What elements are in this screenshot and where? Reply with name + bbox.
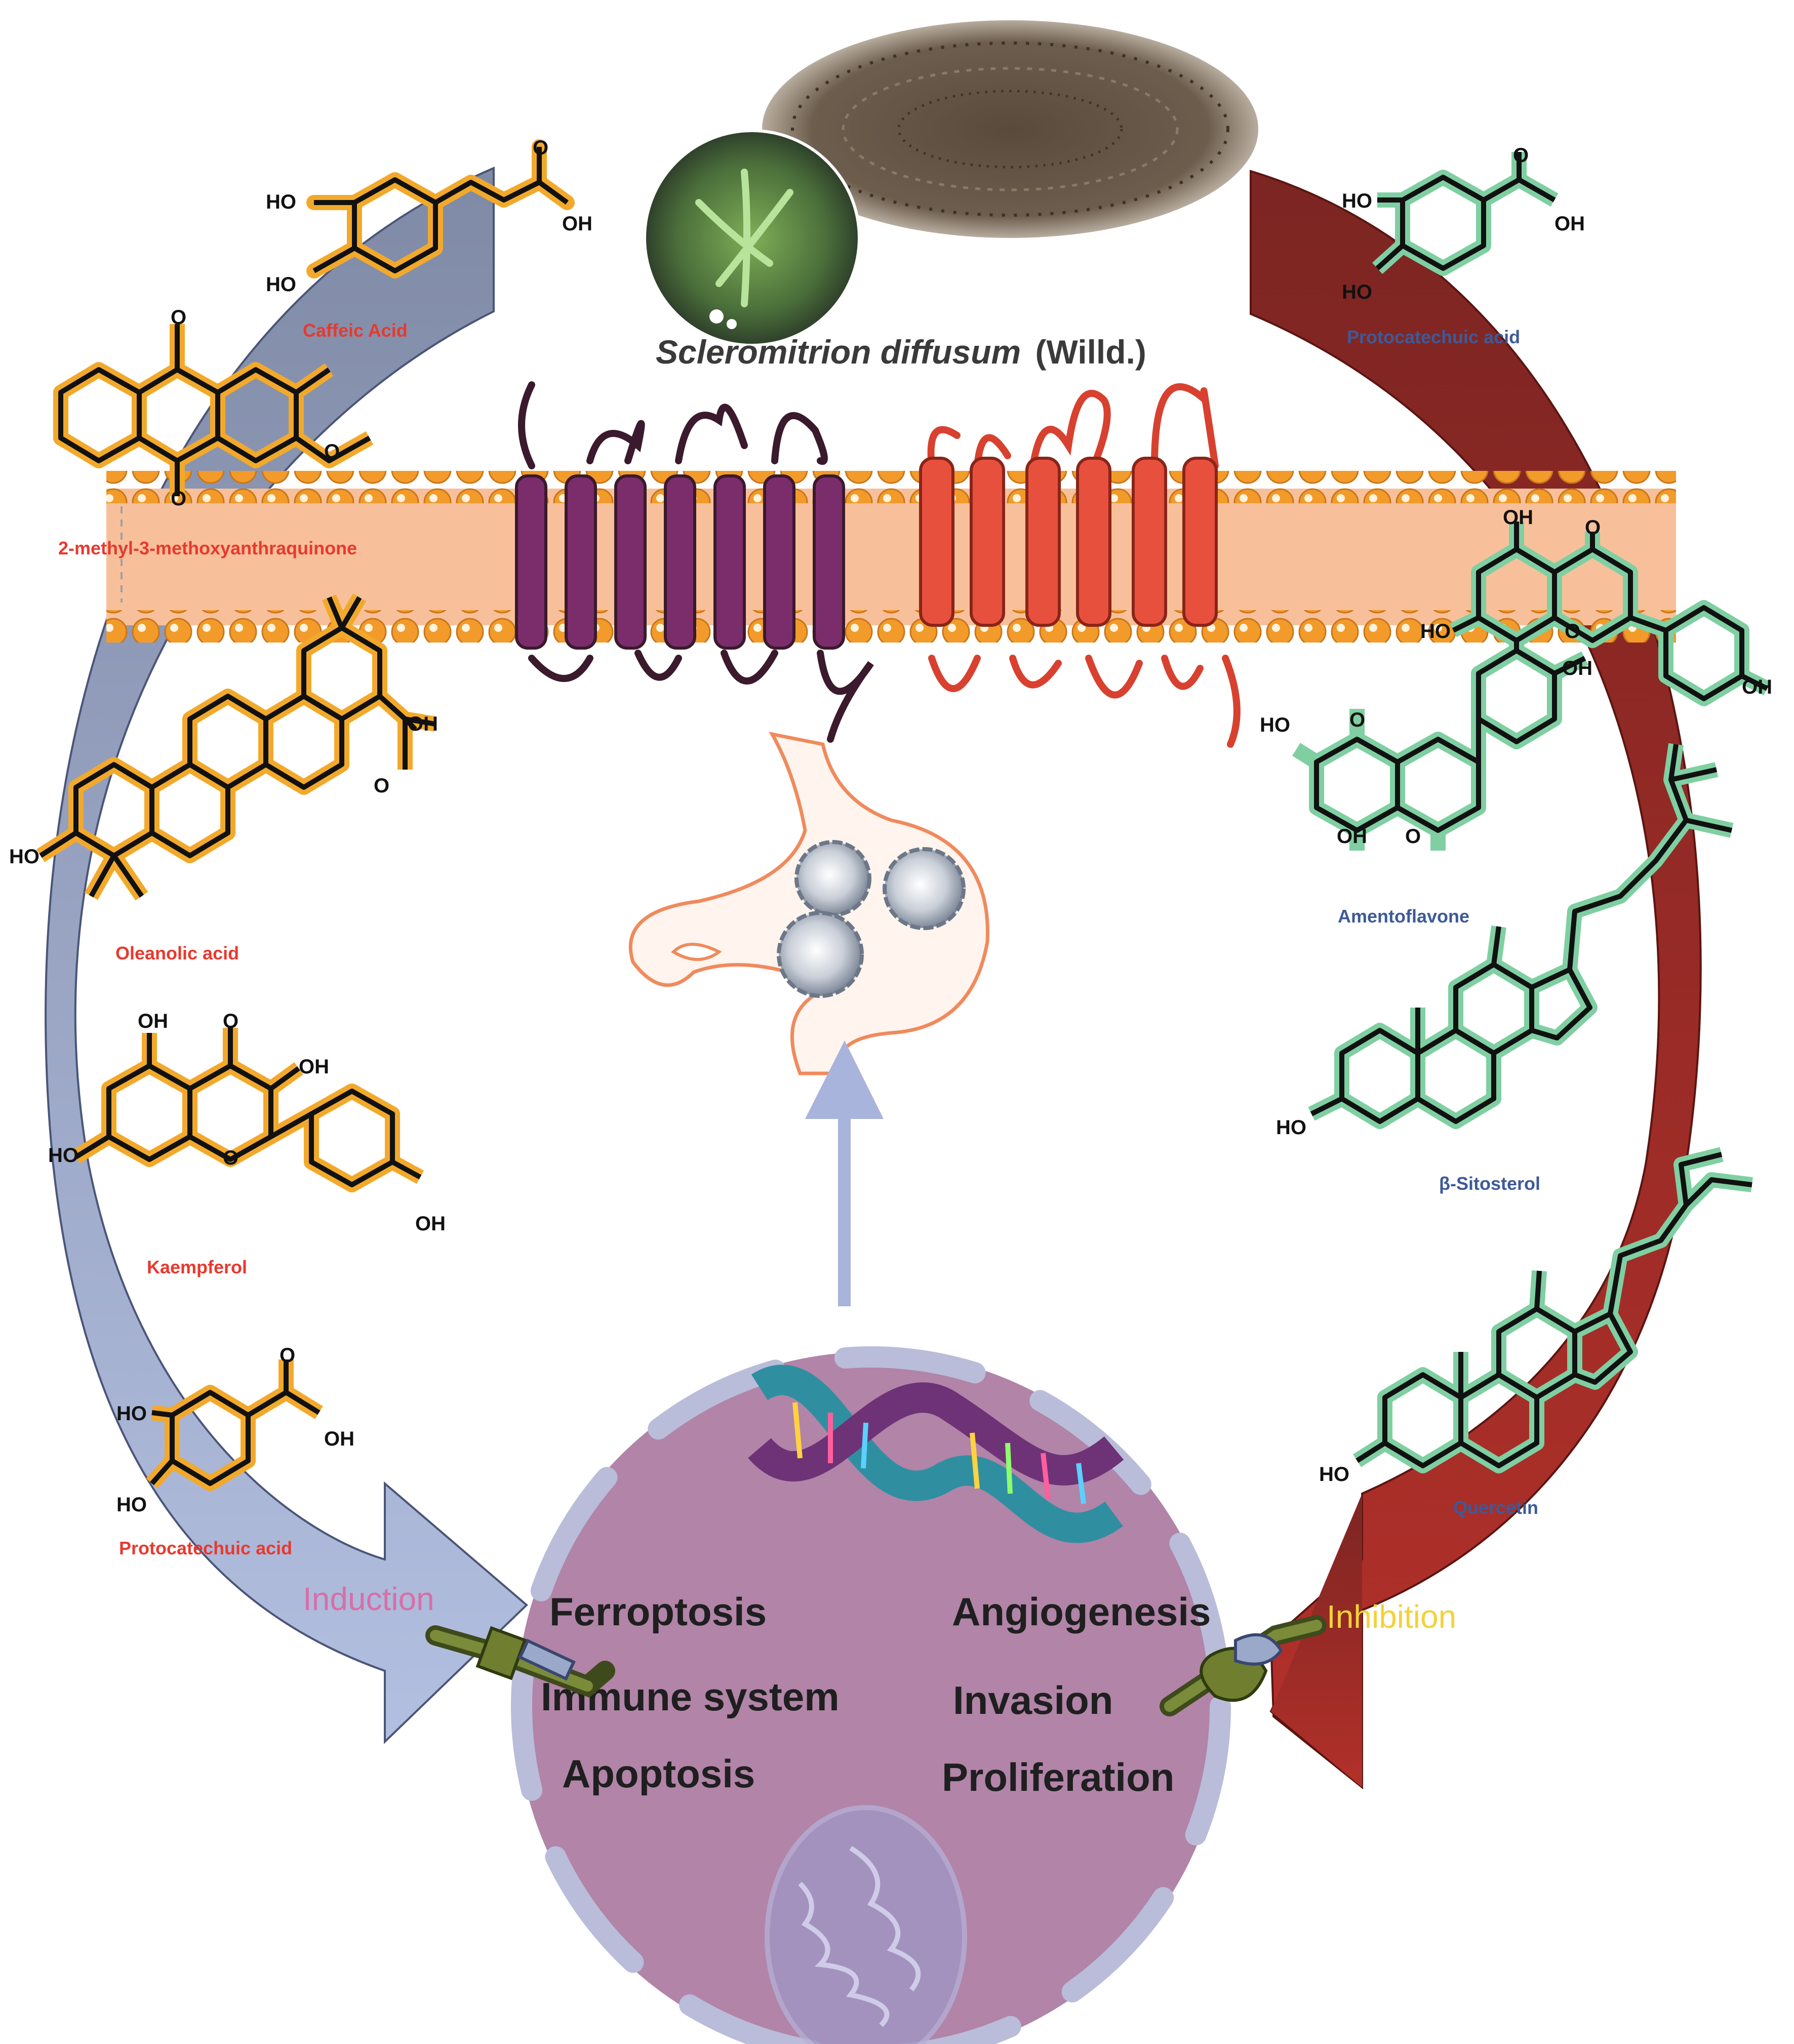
up-arrow (805, 1040, 884, 1306)
compound-beta-sitosterol: β-Sitosterol (1439, 1173, 1540, 1194)
molecule-quercetin (1352, 1147, 1753, 1473)
compound-protocatechuic-acid-right: Protocatechuic acid (1347, 327, 1520, 347)
atom-label: O (171, 306, 186, 329)
atom-label: OH (415, 1213, 446, 1235)
atom-label: HO (9, 846, 39, 868)
atom-label: HO (266, 191, 296, 213)
cell-membrane (106, 471, 1676, 643)
compound-anthraquinone: 2-methyl-3-methoxyanthraquinone (58, 538, 357, 558)
molecule-oleanolic-acid (36, 593, 437, 901)
atom-label: O (1349, 709, 1365, 731)
atom-label: OH (1503, 506, 1533, 529)
atom-label: OH (1337, 825, 1367, 848)
atom-label: HO (48, 1144, 78, 1167)
compound-caffeic-acid: Caffeic Acid (303, 320, 408, 341)
atom-label: O (171, 488, 186, 510)
plant-photo (643, 129, 861, 347)
atom-label: HO (116, 1402, 147, 1425)
induction-label: Induction (303, 1581, 434, 1617)
atom-label: O (1405, 825, 1421, 848)
atom-label: OH (1562, 657, 1592, 679)
process-invasion: Invasion (953, 1678, 1113, 1722)
inhibition-label: Inhibition (1327, 1598, 1456, 1635)
process-angiogenesis: Angiogenesis (952, 1589, 1211, 1634)
atom-label: HO (1342, 281, 1372, 303)
atom-label: OH (562, 213, 592, 235)
atom-label: O (374, 775, 389, 797)
molecule-protocatechuic-acid-left (146, 1359, 323, 1491)
molecule-anthraquinone (53, 324, 374, 496)
molecule-amentoflavone (1292, 522, 1771, 851)
process-ferroptosis: Ferroptosis (549, 1589, 767, 1634)
species-title: Scleromitrion diffusum (Willd.) (656, 333, 1146, 371)
atom-label: HO (1342, 190, 1372, 212)
species-name: Scleromitrion diffusum (656, 333, 1021, 371)
atom-label: O (223, 1010, 238, 1032)
tumor-cells (777, 840, 966, 998)
dna-helix (748, 1365, 1124, 1543)
process-apoptosis: Apoptosis (562, 1751, 755, 1796)
process-proliferation: Proliferation (942, 1755, 1174, 1799)
compound-quercetin: Quercetin (1453, 1497, 1538, 1518)
molecule-beta-sitosterol (1308, 743, 1734, 1129)
purple-receptor (515, 381, 874, 743)
atom-label: O (280, 1344, 295, 1367)
atom-label: OH (324, 1428, 354, 1450)
atom-label: HO (116, 1494, 147, 1516)
compound-oleanolic-acid: Oleanolic acid (115, 943, 239, 964)
species-authority: (Willd.) (1035, 333, 1146, 371)
atom-label: HO (266, 273, 296, 296)
red-receptor (919, 383, 1241, 748)
atom-label: OH (299, 1056, 329, 1078)
atom-label: HO (1260, 714, 1290, 736)
atom-label: HO (1276, 1116, 1306, 1139)
compound-kaempferol: Kaempferol (147, 1257, 247, 1277)
compound-amentoflavone: Amentoflavone (1338, 906, 1469, 927)
atom-label: O (1585, 516, 1601, 539)
molecule-protocatechuic-acid-right (1372, 152, 1559, 276)
atom-label: OH (408, 713, 438, 735)
mitochondrion (765, 1805, 967, 2044)
atom-label: HO (1319, 1463, 1349, 1486)
dried-herb-photo (762, 20, 1258, 238)
atom-label: OH (1742, 676, 1772, 698)
atom-label: OH (138, 1010, 168, 1032)
atom-label: O (1565, 620, 1580, 643)
inhibition-receptor (1160, 1615, 1327, 1716)
atom-label: OH (1554, 213, 1585, 235)
atom-label: O (533, 137, 548, 159)
atom-label: O (223, 1147, 238, 1169)
compound-protocatechuic-acid-left: Protocatechuic acid (119, 1538, 292, 1558)
atom-label: O (1513, 144, 1529, 167)
induction-receptor (425, 1625, 615, 1698)
atom-label: O (324, 440, 340, 463)
atom-label: HO (1420, 620, 1451, 643)
molecule-kaempferol (72, 1028, 424, 1192)
